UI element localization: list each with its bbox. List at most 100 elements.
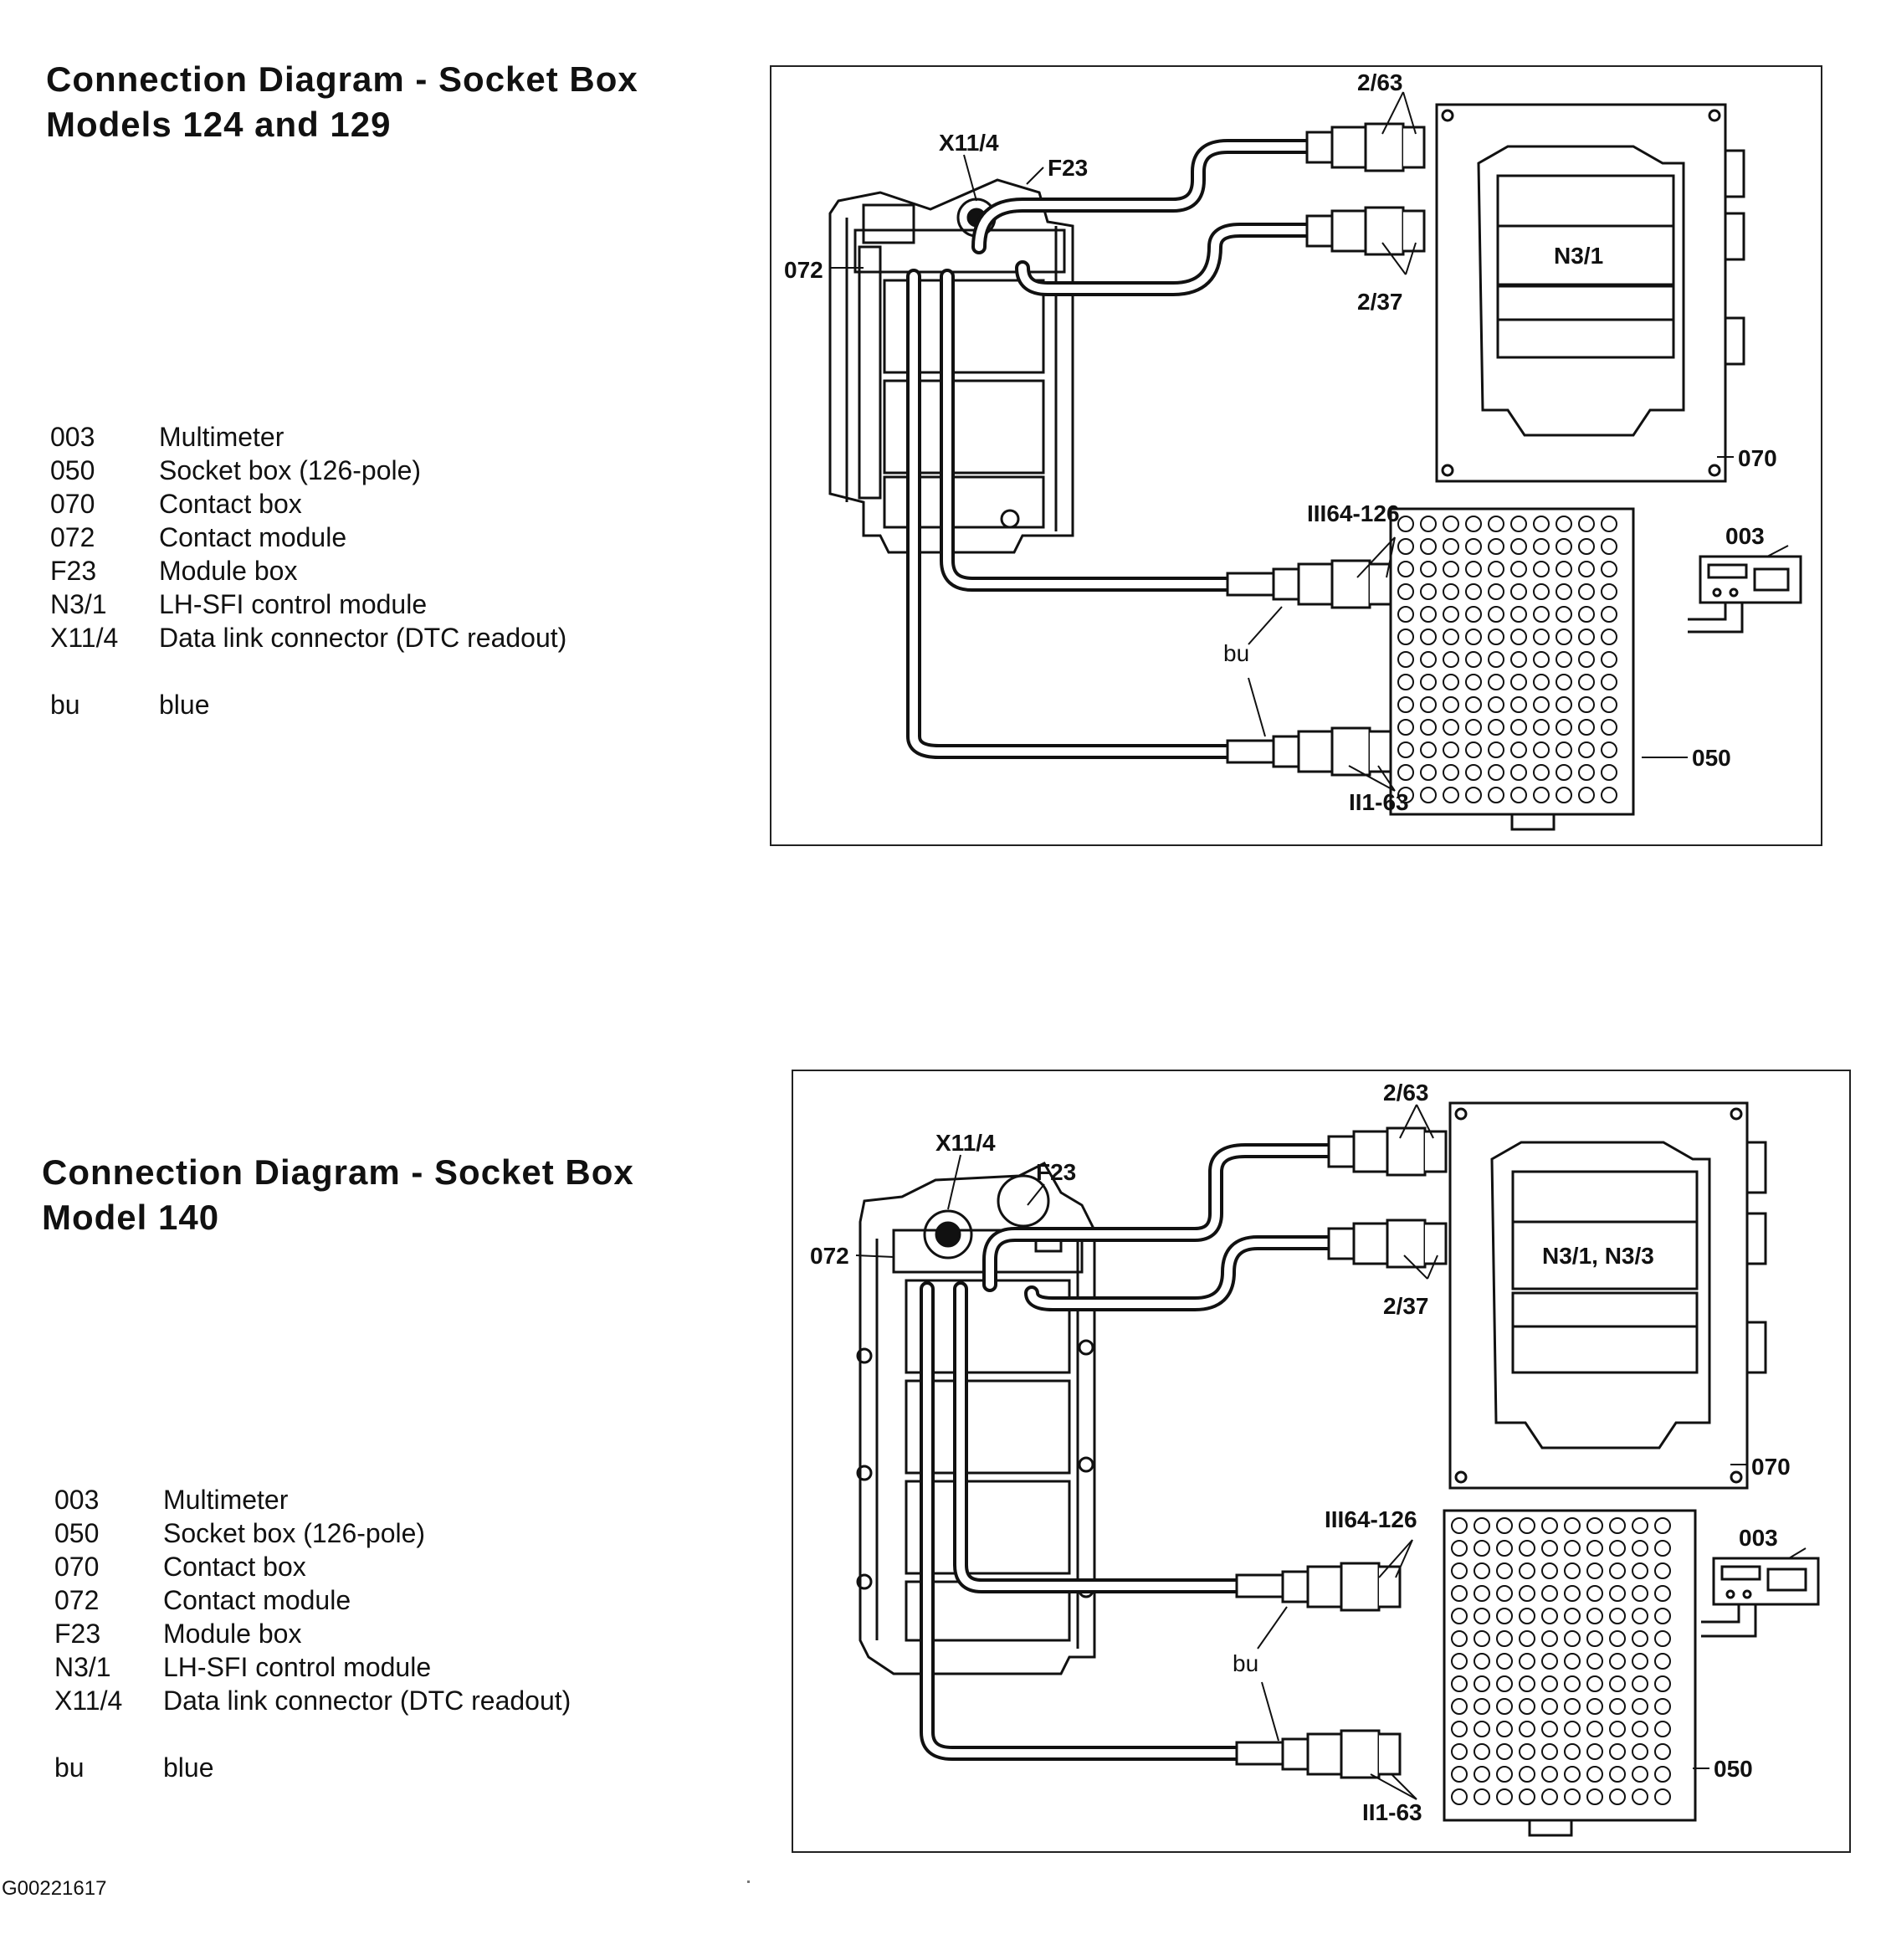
color-key-code: bu xyxy=(54,1752,85,1783)
plug-1-63 xyxy=(1272,726,1392,777)
label-1-63: II1-63 xyxy=(1362,1799,1422,1825)
socket-hole xyxy=(1420,538,1437,555)
socket-hole xyxy=(1465,629,1482,645)
socket-hole xyxy=(1632,1653,1648,1670)
socket-hole xyxy=(1510,764,1527,781)
socket-hole xyxy=(1420,629,1437,645)
socket-hole xyxy=(1632,1630,1648,1647)
socket-hole xyxy=(1586,1540,1603,1557)
socket-hole xyxy=(1556,538,1572,555)
socket-hole xyxy=(1632,1540,1648,1557)
socket-hole xyxy=(1654,1721,1671,1737)
socket-hole xyxy=(1474,1721,1490,1737)
socket-hole xyxy=(1564,1540,1581,1557)
label-n3-1: N3/1 xyxy=(1554,243,1603,269)
socket-hole xyxy=(1541,1630,1558,1647)
label-2-37: 2/37 xyxy=(1357,289,1403,315)
socket-hole xyxy=(1586,1698,1603,1715)
socket-hole xyxy=(1474,1630,1490,1647)
label-64-126: III64-126 xyxy=(1307,500,1400,526)
socket-hole xyxy=(1609,1766,1626,1783)
socket-hole xyxy=(1465,719,1482,736)
socket-hole xyxy=(1578,787,1595,803)
socket-hole xyxy=(1533,787,1550,803)
socket-hole xyxy=(1488,764,1504,781)
socket-hole xyxy=(1397,787,1414,803)
socket-hole xyxy=(1609,1698,1626,1715)
label-072: 072 xyxy=(784,257,823,283)
socket-hole xyxy=(1586,1562,1603,1579)
socket-hole xyxy=(1586,1721,1603,1737)
socket-hole xyxy=(1496,1675,1513,1692)
socket-hole xyxy=(1465,516,1482,532)
socket-hole xyxy=(1451,1743,1468,1760)
legend-desc: LH-SFI control module xyxy=(159,589,428,619)
socket-hole xyxy=(1564,1766,1581,1783)
socket-hole xyxy=(1451,1562,1468,1579)
socket-hole xyxy=(1420,741,1437,758)
socket-hole xyxy=(1654,1585,1671,1602)
section1-title: Connection Diagram - Socket Box Models 1… xyxy=(46,57,638,147)
label-2-63: 2/63 xyxy=(1383,1080,1429,1106)
legend-desc: Module box xyxy=(159,556,298,586)
socket-hole xyxy=(1541,1743,1558,1760)
socket-hole xyxy=(1541,1562,1558,1579)
socket-hole xyxy=(1451,1517,1468,1534)
socket-hole xyxy=(1488,651,1504,668)
label-003: 003 xyxy=(1739,1525,1778,1551)
contact-box-070 xyxy=(1435,103,1745,483)
socket-hole xyxy=(1420,674,1437,690)
legend-code: X11/4 xyxy=(54,1685,123,1716)
label-072: 072 xyxy=(810,1243,849,1269)
label-64-126: III64-126 xyxy=(1325,1506,1417,1532)
socket-hole xyxy=(1578,696,1595,713)
socket-hole xyxy=(1578,629,1595,645)
socket-hole xyxy=(1556,561,1572,577)
socket-hole xyxy=(1564,1630,1581,1647)
socket-hole xyxy=(1397,561,1414,577)
socket-hole xyxy=(1510,719,1527,736)
socket-hole xyxy=(1556,516,1572,532)
socket-hole xyxy=(1510,741,1527,758)
socket-hole xyxy=(1533,741,1550,758)
socket-hole xyxy=(1397,516,1414,532)
socket-hole xyxy=(1654,1630,1671,1647)
socket-hole xyxy=(1510,538,1527,555)
socket-hole xyxy=(1533,696,1550,713)
socket-hole xyxy=(1533,719,1550,736)
socket-hole xyxy=(1465,651,1482,668)
socket-hole xyxy=(1397,719,1414,736)
socket-hole xyxy=(1496,1743,1513,1760)
color-key-desc: blue xyxy=(163,1752,214,1783)
socket-hole xyxy=(1397,764,1414,781)
socket-hole xyxy=(1609,1788,1626,1805)
socket-hole xyxy=(1519,1562,1535,1579)
scan-speck xyxy=(747,1880,750,1883)
socket-hole xyxy=(1488,741,1504,758)
socket-hole xyxy=(1654,1675,1671,1692)
socket-hole xyxy=(1488,696,1504,713)
socket-hole xyxy=(1443,629,1459,645)
legend-desc: Contact module xyxy=(163,1585,351,1615)
socket-hole xyxy=(1443,696,1459,713)
socket-box-050 xyxy=(1443,1509,1697,1837)
legend-desc: Contact box xyxy=(163,1552,306,1582)
socket-hole xyxy=(1465,606,1482,623)
socket-hole xyxy=(1564,1517,1581,1534)
socket-hole xyxy=(1556,741,1572,758)
section1-diagram: X11/4 F23 072 2/63 2/37 N3/1 070 III64-1… xyxy=(770,65,1822,846)
socket-hole xyxy=(1496,1608,1513,1624)
socket-hole xyxy=(1474,1540,1490,1557)
legend-code: F23 xyxy=(50,556,97,586)
socket-hole xyxy=(1556,651,1572,668)
socket-hole xyxy=(1420,651,1437,668)
legend-code: N3/1 xyxy=(54,1652,111,1682)
plug-64-126 xyxy=(1281,1562,1402,1612)
socket-hole xyxy=(1632,1585,1648,1602)
legend-desc: Contact box xyxy=(159,489,302,519)
